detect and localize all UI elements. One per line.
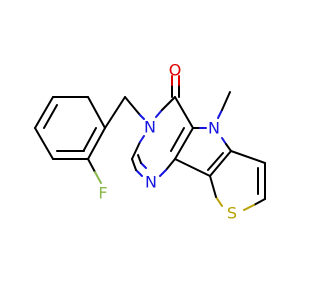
atom-label-sulfur: S — [227, 204, 237, 223]
atom-label-nitrogen-n5: N — [208, 119, 220, 138]
bond — [243, 204, 255, 211]
bond — [104, 96, 126, 129]
bond — [159, 169, 167, 177]
bond — [230, 150, 266, 164]
bond — [161, 96, 176, 111]
bond — [217, 109, 223, 119]
atom-label-nitrogen-n1: N — [145, 173, 157, 192]
bond — [155, 109, 163, 118]
bond-double-inner — [43, 104, 58, 129]
molecule-structure: O F N N N S — [34, 61, 266, 223]
bond-double-inner — [140, 162, 147, 169]
bond — [209, 150, 232, 177]
bond — [124, 96, 141, 116]
bond — [165, 158, 176, 171]
molecule-canvas: O F N N N S — [34, 60, 266, 223]
bond — [139, 114, 145, 120]
bond-double-inner — [207, 152, 224, 171]
thiophene-ring — [209, 150, 266, 211]
bond — [87, 158, 96, 173]
bond — [221, 137, 227, 145]
atom-label-nitrogen-n3: N — [144, 118, 156, 137]
bond — [34, 127, 54, 160]
bond-double-inner — [83, 127, 97, 151]
bond — [131, 158, 137, 171]
bond — [174, 127, 194, 160]
bond-double-inner — [170, 127, 185, 152]
bond — [87, 96, 106, 129]
bond — [87, 127, 106, 160]
bond — [225, 143, 232, 152]
bond — [135, 169, 143, 177]
bond — [215, 196, 223, 207]
bond — [94, 171, 102, 184]
pyrrole-ring — [174, 127, 232, 177]
bond — [209, 175, 217, 198]
bond — [139, 135, 145, 143]
benzene-ring — [34, 96, 106, 160]
bond — [174, 96, 194, 129]
pyrimidinone-ring — [131, 96, 194, 177]
atom-label-fluorine: F — [98, 184, 107, 203]
atom-label-oxygen: O — [169, 61, 182, 80]
bond-double-inner — [137, 154, 142, 164]
bond — [253, 198, 266, 206]
bond — [131, 141, 141, 160]
bond — [174, 158, 211, 177]
bond — [34, 96, 54, 129]
bond — [221, 91, 231, 111]
atom-labels: O F N N N S — [98, 61, 237, 223]
